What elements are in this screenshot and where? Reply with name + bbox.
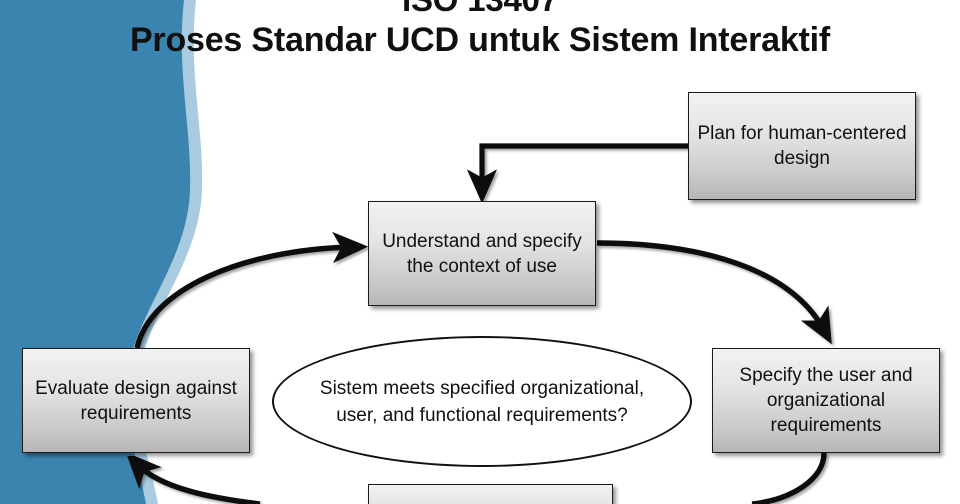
edge-specify-to-bottom [751, 452, 827, 504]
node-bottom-partially-visible[interactable] [368, 484, 613, 504]
edge-bottom-to-evaluate [125, 452, 261, 504]
slide-title-block: ISO 13407 Proses Standar UCD untuk Siste… [0, 0, 960, 60]
node-decision-system-meets-requirements[interactable]: Sistem meets specified organizational, u… [272, 336, 692, 467]
node-evaluate-label: Evaluate design against requirements [35, 377, 237, 424]
node-decision-label: Sistem meets specified organizational, u… [319, 377, 645, 426]
edge-context-to-specify [596, 240, 832, 345]
node-understand-context-of-use[interactable]: Understand and specify the context of us… [368, 201, 596, 306]
node-specify-label: Specify the user and organizational requ… [739, 365, 913, 436]
page-title-line-1: ISO 13407 [0, 0, 960, 20]
node-evaluate-design-against-requirements[interactable]: Evaluate design against requirements [22, 348, 250, 453]
node-plan-label: Plan for human-centered design [697, 123, 907, 169]
node-context-label: Understand and specify the context of us… [382, 230, 582, 277]
node-specify-user-organizational-requirements[interactable]: Specify the user and organizational requ… [712, 348, 940, 453]
edge-plan-to-context [466, 143, 688, 204]
edge-evaluate-to-context [134, 231, 369, 349]
page-title-line-2: Proses Standar UCD untuk Sistem Interakt… [129, 21, 831, 59]
node-plan-for-human-centered-design[interactable]: Plan for human-centered design [688, 92, 916, 200]
